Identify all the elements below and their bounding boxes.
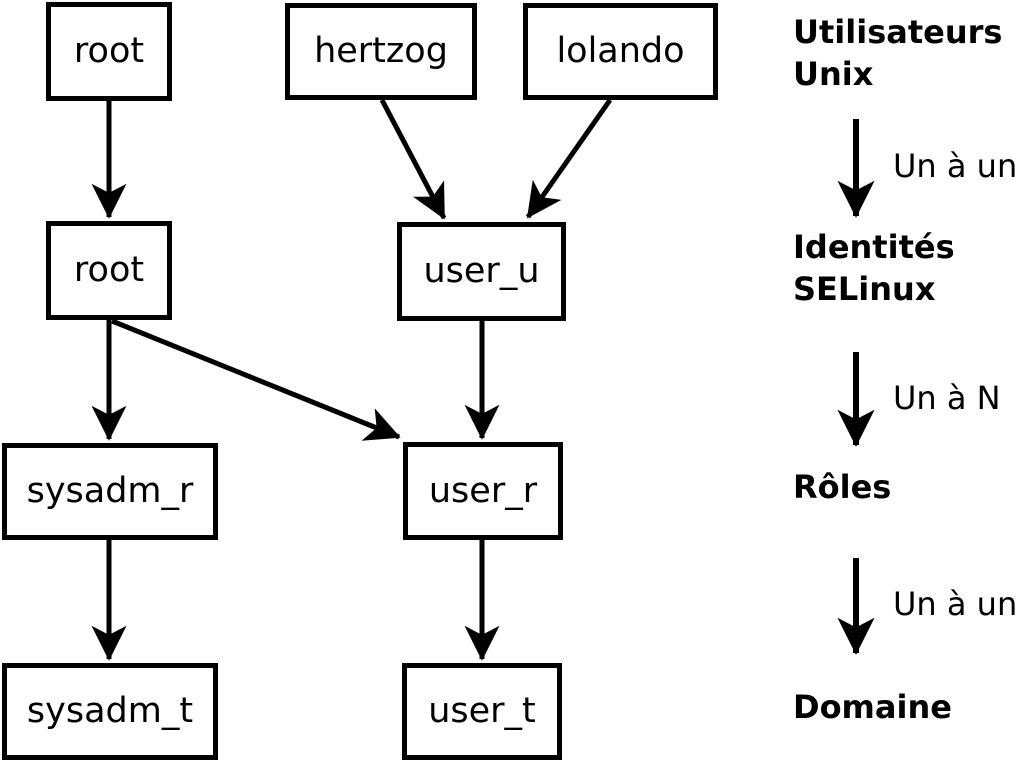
node-root-unix: root — [46, 2, 172, 101]
stage-label-domain: Domaine — [793, 686, 952, 728]
node-sysadm-t: sysadm_t — [2, 663, 218, 760]
relation-label-one-to-one-1: Un à un — [893, 147, 1018, 185]
stage-label-selinux-identities: Identités SELinux — [793, 226, 955, 310]
relation-label-one-to-one-2: Un à un — [893, 585, 1018, 623]
edge-hertzog-useru — [379, 98, 447, 220]
stage-line: Domaine — [793, 688, 952, 726]
node-user-r: user_r — [403, 442, 563, 540]
node-label: root — [73, 250, 145, 290]
stage-line: Rôles — [793, 468, 892, 506]
node-user-u: user_u — [397, 222, 566, 321]
stage-line: Utilisateurs — [793, 13, 1003, 51]
node-label: user_r — [428, 470, 538, 511]
relation-label-one-to-n: Un à N — [893, 379, 1001, 417]
stage-label-unix-users: Utilisateurs Unix — [793, 11, 1002, 95]
node-user-t: user_t — [402, 663, 562, 760]
node-label: user_t — [428, 691, 536, 731]
node-label: root — [73, 31, 145, 71]
edge-lolando-useru — [525, 98, 613, 219]
node-root-selinux: root — [46, 221, 172, 320]
node-hertzog: hertzog — [285, 3, 477, 100]
edge-rootselinux-userr — [111, 318, 401, 441]
node-label: sysadm_r — [26, 471, 194, 511]
stage-label-roles: Rôles — [793, 466, 891, 508]
node-sysadm-r: sysadm_r — [2, 443, 218, 540]
stage-line: Unix — [793, 55, 874, 93]
node-label: lolando — [556, 31, 685, 71]
node-label: user_u — [423, 251, 540, 291]
stage-line: Identités — [793, 228, 955, 266]
node-lolando: lolando — [523, 3, 718, 100]
stage-line: SELinux — [793, 270, 936, 308]
node-label: sysadm_t — [26, 691, 194, 731]
node-label: hertzog — [314, 31, 448, 71]
